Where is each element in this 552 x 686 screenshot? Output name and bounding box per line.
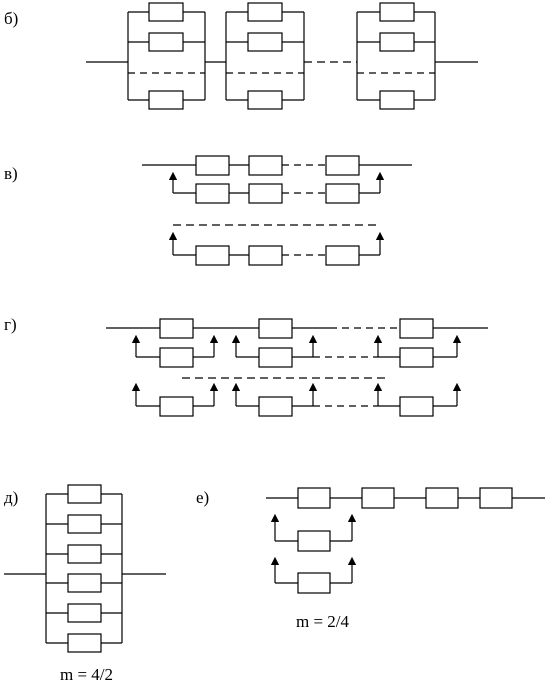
label-v: в)	[4, 164, 18, 183]
label-b: б)	[4, 9, 18, 28]
element-box	[67, 603, 102, 623]
element-box	[399, 318, 434, 339]
diagram-g	[106, 318, 488, 417]
element-box	[258, 318, 293, 339]
element-box	[195, 155, 230, 176]
label-g: г)	[4, 315, 17, 334]
element-box	[67, 484, 102, 504]
element-box	[325, 183, 360, 204]
label-d: д)	[4, 488, 18, 507]
element-box	[297, 530, 331, 552]
diagram-e	[266, 487, 545, 594]
element-box	[247, 90, 283, 110]
element-box	[258, 396, 293, 417]
element-box	[148, 32, 184, 52]
element-box	[148, 2, 184, 22]
element-box	[297, 487, 331, 509]
element-box	[379, 2, 415, 22]
element-box	[325, 155, 360, 176]
diagram-d	[4, 484, 166, 653]
element-box	[379, 90, 415, 110]
element-box	[67, 573, 102, 593]
label-e: е)	[196, 488, 209, 507]
element-box	[258, 347, 293, 368]
element-box	[247, 32, 283, 52]
element-box	[67, 544, 102, 564]
caption-d: m = 4/2	[60, 665, 113, 684]
element-box	[248, 245, 283, 266]
element-box	[195, 245, 230, 266]
element-box	[67, 633, 102, 653]
element-box	[195, 183, 230, 204]
element-box	[159, 347, 194, 368]
caption-e: m = 2/4	[296, 612, 350, 631]
element-box	[361, 487, 395, 509]
element-box	[379, 32, 415, 52]
element-box	[247, 2, 283, 22]
parallel-block-2	[225, 2, 305, 110]
diagram-v	[142, 155, 412, 266]
parallel-block-n	[356, 2, 436, 110]
element-box	[67, 514, 102, 534]
element-box	[399, 396, 434, 417]
element-box	[399, 347, 434, 368]
element-box	[159, 396, 194, 417]
element-box	[248, 155, 283, 176]
element-box	[479, 487, 513, 509]
element-box	[159, 318, 194, 339]
element-box	[325, 245, 360, 266]
element-box	[425, 487, 459, 509]
diagram-b	[86, 2, 478, 110]
parallel-block-1	[127, 2, 206, 110]
element-box	[297, 572, 331, 594]
element-box	[148, 90, 184, 110]
element-box	[248, 183, 283, 204]
